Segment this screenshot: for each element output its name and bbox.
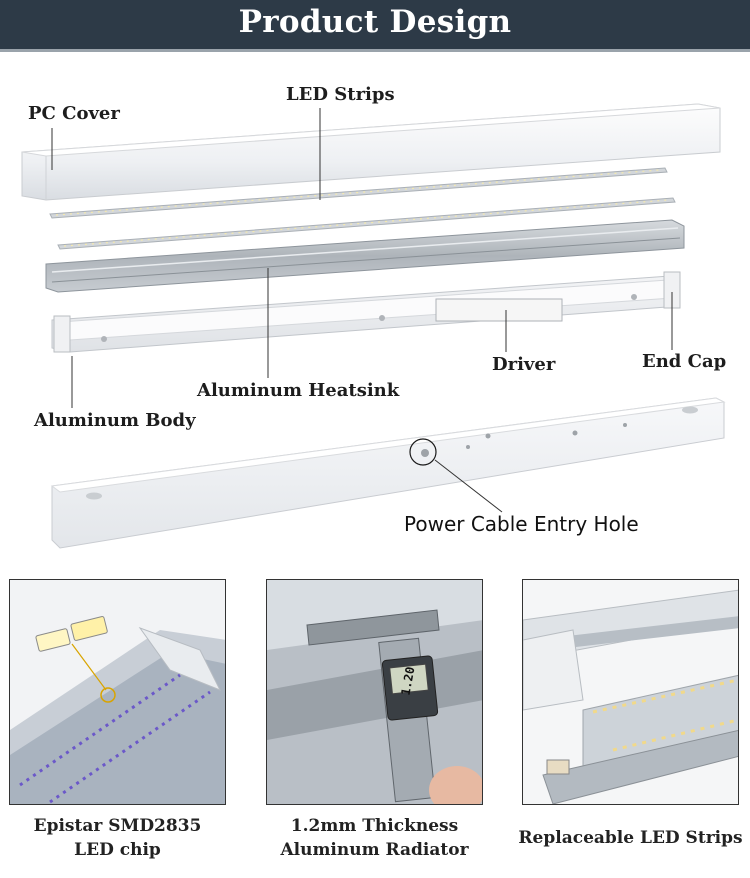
caption-led-chip-line2: LED chip (74, 840, 161, 860)
caption-replaceable-strips: Replaceable LED Strips (512, 826, 749, 850)
aluminum-heatsink-part (45, 219, 685, 293)
caption-aluminum-radiator-line1: 1.2mm Thickness (290, 816, 459, 836)
callout-aluminum-heatsink: Aluminum Heatsink (197, 380, 400, 401)
caliper-illustration: 1.20 (267, 580, 482, 804)
exploded-product-diagram (21, 103, 726, 549)
led-strips-photo (522, 579, 739, 805)
aluminum-body-part (51, 271, 681, 353)
caption-led-chip-line1: Epistar SMD2835 (33, 816, 202, 836)
bottom-fixture-part (50, 397, 726, 549)
caption-aluminum-radiator: 1.2mm Thickness Aluminum Radiator (256, 814, 493, 862)
pc-cover-part (21, 103, 721, 201)
callout-aluminum-body: Aluminum Body (34, 410, 196, 431)
caliper-readout: 1.20 (399, 666, 418, 697)
led-chip-illustration (10, 580, 225, 804)
led-strips-illustration (523, 580, 738, 804)
led-strips-part (49, 167, 676, 250)
leader-lines (51, 108, 673, 513)
callout-led-strips: LED Strips (286, 84, 395, 105)
caption-replaceable-strips-line1: Replaceable LED Strips (518, 828, 743, 848)
caption-aluminum-radiator-line2: Aluminum Radiator (280, 840, 469, 860)
caption-led-chip: Epistar SMD2835 LED chip (9, 814, 226, 862)
led-chip-photo (9, 579, 226, 805)
callout-driver: Driver (492, 354, 556, 375)
callout-pc-cover: PC Cover (28, 103, 120, 124)
callout-end-cap: End Cap (642, 351, 727, 372)
callout-power-cable-entry-hole: Power Cable Entry Hole (404, 512, 639, 536)
page-title: Product Design (238, 4, 512, 40)
header-banner: Product Design (0, 0, 750, 52)
caliper-photo: 1.20 (266, 579, 483, 805)
